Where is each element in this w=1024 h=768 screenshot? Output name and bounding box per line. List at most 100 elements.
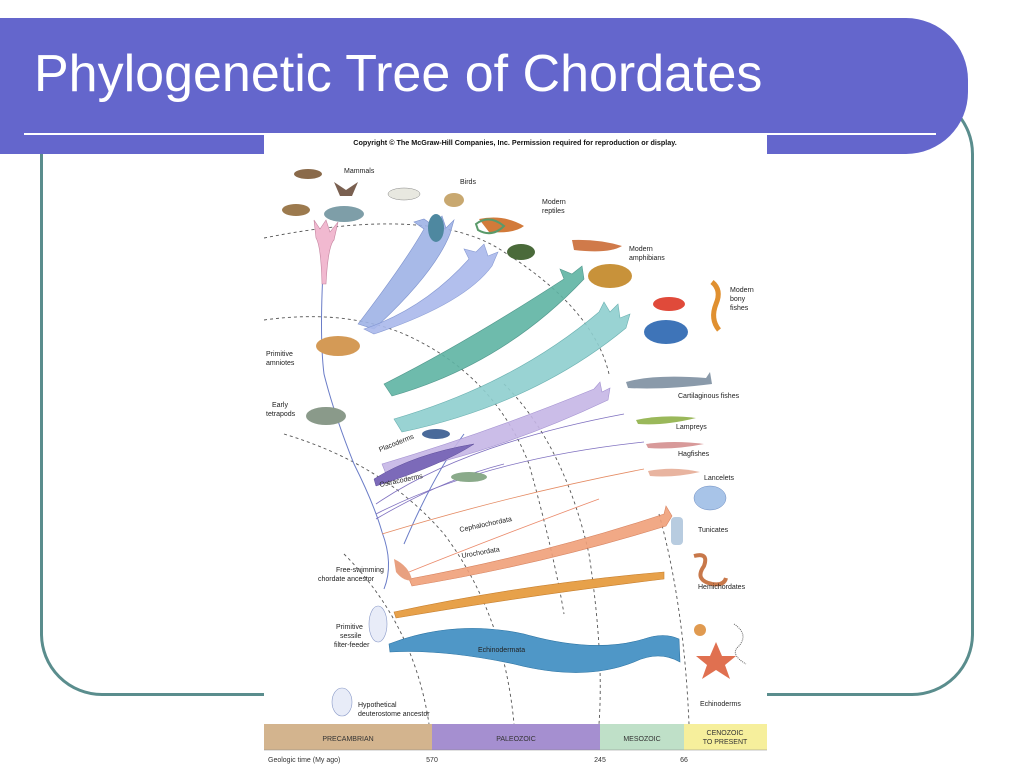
brittle-star-icon: [733, 623, 747, 665]
deuterostome-ancestor-icon: [331, 687, 353, 717]
hagfish-line: [375, 441, 645, 515]
label-sessile-1: Primitive: [336, 624, 363, 631]
time-arc-1: [264, 223, 610, 375]
label-amniotes-1: Primitive: [266, 351, 293, 358]
seahorse-icon: [710, 280, 722, 332]
mammal-branch: [313, 219, 339, 285]
era-cenozoic-label: CENOZOIC: [707, 730, 744, 737]
tick-245: 245: [594, 757, 606, 764]
era-paleozoic-label: PALEOZOIC: [496, 736, 536, 743]
label-reptiles-1: Modern: [542, 199, 566, 206]
animal-illustrations: [282, 169, 747, 717]
era-cenozoic-band: [684, 724, 767, 750]
hemichordate-worm-icon: [693, 553, 728, 587]
phylogenetic-tree-figure: Copyright © The McGraw-Hill Companies, I…: [264, 134, 767, 768]
geologic-timeline: PRECAMBRIAN PALEOZOIC MESOZOIC CENOZOIC …: [264, 724, 767, 764]
placoderm-branch: [373, 443, 475, 487]
copyright-text: Copyright © The McGraw-Hill Companies, I…: [353, 138, 676, 147]
bird-reptile-branch: [357, 215, 455, 330]
label-lancelets: Lancelets: [704, 475, 734, 482]
lamprey-hagfish-lines: [375, 413, 645, 520]
ostracoderm-fish-icon: [451, 472, 487, 482]
label-deuterostome-2: deuterostome ancestor: [358, 711, 430, 718]
bird-gannet-icon: [387, 187, 421, 201]
ostracoderm-line: [375, 463, 505, 520]
label-sessile-2: sessile: [340, 633, 362, 640]
mammal-manatee-icon: [324, 206, 364, 222]
label-amniotes-2: amniotes: [266, 360, 295, 367]
label-lampreys: Lampreys: [676, 424, 707, 431]
lamprey-icon: [636, 416, 696, 425]
label-hagfishes: Hagfishes: [678, 451, 710, 458]
urochordata-branch: [408, 505, 673, 587]
primitive-amniote-icon: [316, 336, 360, 356]
label-placoderms: Placoderms: [378, 433, 415, 454]
label-reptiles-2: reptiles: [542, 208, 565, 215]
placoderm-fish-icon: [422, 429, 450, 439]
label-tetrapods-2: tetrapods: [266, 411, 296, 418]
label-echinodermata: Echinodermata: [478, 647, 525, 654]
bird-kingfisher-icon: [428, 214, 444, 242]
mammal-shrew-icon: [294, 169, 322, 179]
shark-icon: [626, 372, 712, 389]
geologic-time-axis-label: Geologic time (My ago): [268, 757, 340, 764]
era-paleozoic-band: [432, 724, 600, 750]
label-free-swimming-2: chordate ancestor: [318, 576, 375, 583]
label-tunicates: Tunicates: [698, 527, 729, 534]
slide-title: Phylogenetic Tree of Chordates: [34, 45, 763, 103]
era-mesozoic-label: MESOZOIC: [623, 736, 660, 743]
era-to-present-label: TO PRESENT: [703, 739, 748, 746]
lancelet-icon: [648, 468, 700, 477]
bony-fish-branch: [393, 301, 631, 433]
fish-red-icon: [653, 297, 685, 311]
label-bony-fishes-2: bony: [730, 296, 746, 303]
tick-66: 66: [680, 757, 688, 764]
amphibian-frog-icon: [588, 264, 632, 288]
mammal-bat-icon: [334, 182, 358, 196]
hagfish-icon: [646, 442, 704, 449]
reptile-branch: [363, 243, 499, 335]
amphibian-branch: [383, 265, 585, 397]
bird-duck-icon: [444, 193, 464, 207]
era-precambrian-label: PRECAMBRIAN: [322, 736, 373, 743]
mammal-weasel-icon: [282, 204, 310, 216]
label-hemichordates: Hemichordates: [698, 584, 746, 591]
cephalochordata-line: [403, 498, 600, 575]
starfish-icon: [696, 642, 736, 679]
label-cartilaginous-fishes: Cartilaginous fishes: [678, 393, 740, 400]
tree-svg: Copyright © The McGraw-Hill Companies, I…: [264, 138, 767, 764]
label-amphibians-1: Modern: [629, 246, 653, 253]
amphibian-salamander-icon: [572, 239, 622, 252]
trunk-lower: [381, 531, 389, 590]
label-free-swimming-1: Free-swimming: [336, 567, 384, 574]
era-precambrian-band: [264, 724, 432, 750]
time-arc-4: [343, 553, 430, 725]
label-bony-fishes-3: fishes: [730, 305, 749, 312]
reptile-turtle-icon: [507, 244, 535, 260]
hemichordate-branch: [393, 571, 665, 619]
echinodermata-branch: [388, 628, 681, 673]
title-bar: [0, 18, 968, 154]
label-bony-fishes-1: Modern: [730, 287, 754, 294]
lancelet-line: [381, 468, 645, 535]
trunk-upper: [321, 253, 383, 533]
fish-blue-icon: [644, 320, 688, 344]
reptile-snake-icon: [474, 218, 506, 235]
label-urochordata: Urochordata: [461, 546, 500, 560]
free-swimming-ancestor-icon: [394, 559, 412, 581]
cartilaginous-branch: [381, 381, 611, 475]
label-deuterostome-1: Hypothetical: [358, 702, 397, 709]
label-mammals: Mammals: [344, 168, 375, 175]
era-mesozoic-band: [600, 724, 684, 750]
time-arc-6: [658, 513, 690, 725]
label-amphibians-2: amphibians: [629, 255, 665, 262]
sea-urchin-icon: [694, 624, 706, 636]
label-echinoderms: Echinoderms: [700, 701, 741, 708]
tunicate-stalk-icon: [671, 517, 683, 545]
lamprey-line: [375, 413, 625, 505]
label-tetrapods-1: Early: [272, 402, 288, 409]
tick-570: 570: [426, 757, 438, 764]
label-sessile-3: filter-feeder: [334, 642, 370, 649]
tunicate-icon: [693, 485, 727, 511]
